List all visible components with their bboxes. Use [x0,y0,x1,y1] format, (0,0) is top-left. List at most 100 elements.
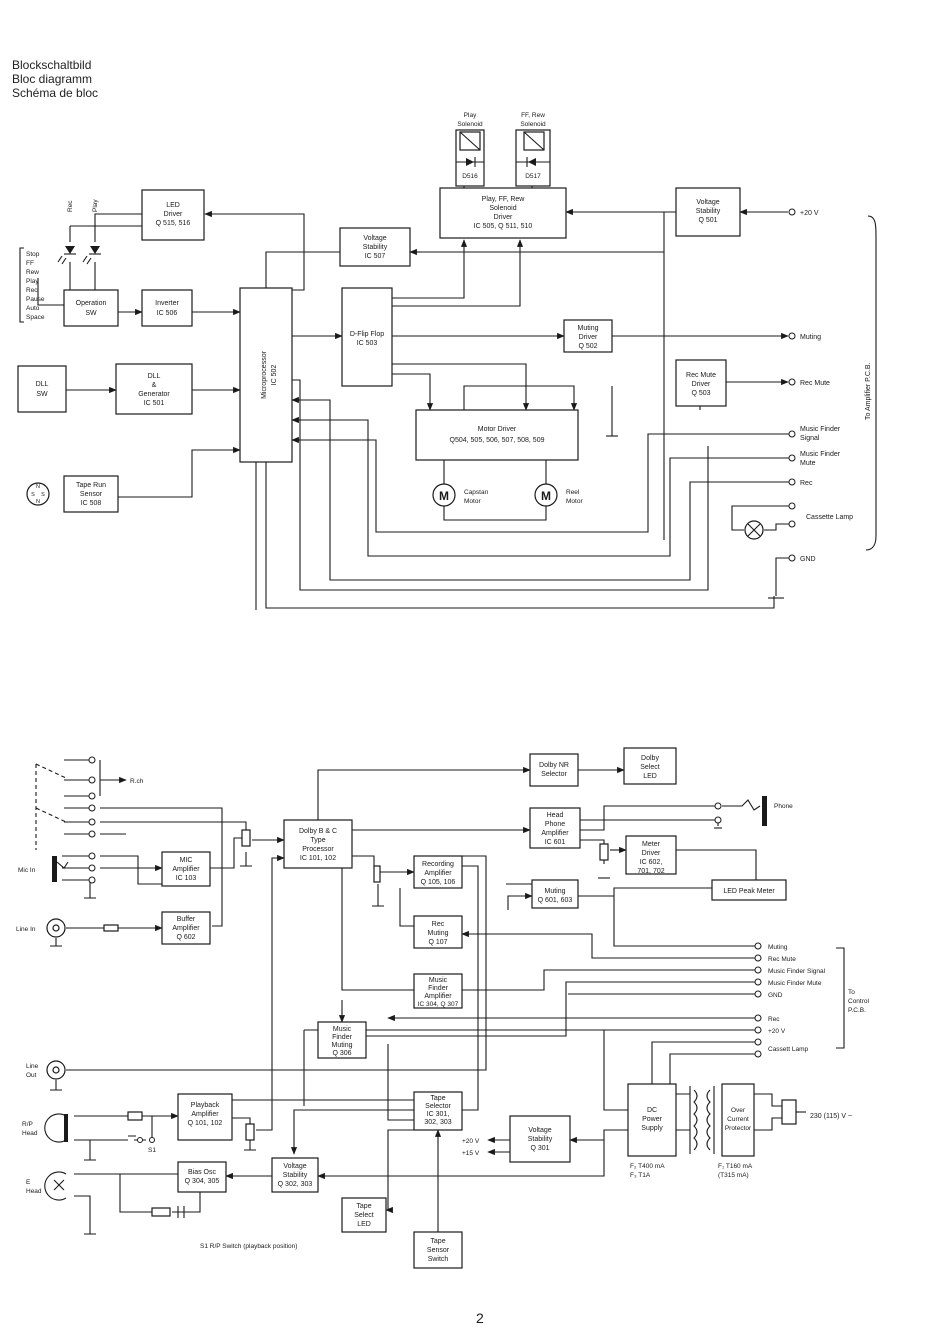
svg-text:Stability: Stability [528,1136,553,1143]
svg-text:Capstan: Capstan [464,489,489,496]
dll-sw-block: DLL SW [17,365,67,413]
rp-head-icon [44,1113,67,1143]
svg-text:Muting: Muting [800,334,821,341]
svg-text:Select: Select [354,1212,374,1219]
svg-text:Rew: Rew [26,269,39,276]
svg-text:M: M [541,489,551,503]
svg-text:DC: DC [647,1107,657,1114]
svg-text:Rec: Rec [768,1016,780,1023]
svg-text:Space: Space [26,314,45,321]
svg-text:Supply: Supply [641,1125,663,1132]
svg-text:GND: GND [800,556,816,563]
rec-led-icon [65,246,75,254]
svg-text:IC 301,: IC 301, [427,1111,450,1118]
svg-text:Switch: Switch [428,1256,449,1263]
svg-text:F₁ T160 mA: F₁ T160 mA [718,1163,753,1170]
svg-text:Power: Power [642,1116,663,1123]
heading-german: Blockschaltbild [12,58,92,72]
svg-text:Muting: Muting [768,944,788,951]
svg-text:S: S [41,492,45,498]
svg-text:Voltage: Voltage [363,235,386,242]
svg-text:Sensor: Sensor [80,491,103,498]
diode-d517-icon [528,158,536,166]
svg-text:MIC: MIC [180,857,193,864]
phone-label: Phone [774,803,793,810]
svg-text:Driver: Driver [692,381,711,388]
svg-text:Voltage: Voltage [283,1163,306,1170]
mode-list: Stop FF Rew Play Rec Pause Auto Space [26,251,45,321]
meter-pot-icon [599,843,609,861]
voltage-stability-q301-block: Voltage Stability Q 301 [509,1115,571,1163]
svg-text:FF: FF [26,260,34,267]
heading-english: Bloc diagramm [12,72,93,86]
transformer-icon [689,1086,715,1154]
svg-text:Dolby: Dolby [641,755,659,762]
svg-text:Voltage: Voltage [696,199,719,206]
svg-text:IC 507: IC 507 [365,253,386,260]
svg-text:Type: Type [310,837,325,844]
motor-driver-block: Motor Driver Q504, 505, 506, 507, 508, 5… [415,409,579,461]
svg-text:Recording: Recording [422,861,454,868]
svg-text:Q 502: Q 502 [578,343,597,350]
svg-text:Amplifier: Amplifier [541,830,569,837]
dolby-select-led-block: Dolby Select LED [623,747,677,785]
svg-text:IC 505, Q 511, 510: IC 505, Q 511, 510 [474,223,533,230]
svg-text:Phone: Phone [545,821,565,828]
svg-text:Solenoid: Solenoid [520,121,546,128]
svg-text:Rec: Rec [432,921,445,928]
svg-text:Solenoid: Solenoid [489,205,516,212]
svg-text:IC 508: IC 508 [81,500,102,507]
s1-label: S1 [148,1147,156,1154]
capstan-motor: M Capstan Motor [432,483,489,507]
svg-text:Sensor: Sensor [427,1247,450,1254]
bias-trimmer-icon [151,1207,171,1217]
svg-text:Finder: Finder [332,1034,353,1041]
svg-text:Dolby B & C: Dolby B & C [299,828,337,835]
svg-text:Music Finder Signal: Music Finder Signal [768,968,826,975]
playback-amplifier-block: Playback Amplifier Q 101, 102 [177,1093,233,1141]
svg-text:Q 602: Q 602 [176,934,195,941]
svg-text:Pause: Pause [26,296,45,303]
upper-blocks: LED Driver Q 515, 516 Operation SW Inver… [17,187,741,513]
dolby-processor-block: Dolby B & C Type Processor IC 101, 102 [283,819,353,869]
svg-text:IC 304, Q 307: IC 304, Q 307 [418,1001,459,1008]
reel-motor: M Reel Motor [534,483,583,507]
status-leds: Rec Play [19,199,101,323]
svg-text:Muting: Muting [331,1042,352,1049]
svg-text:Q 304, 305: Q 304, 305 [185,1178,220,1185]
svg-text:Stability: Stability [283,1172,308,1179]
diode-d516-icon [466,158,474,166]
svg-text:Music Finder: Music Finder [800,451,841,458]
input-volume-pot-icon [241,829,251,847]
svg-text:E: E [26,1179,31,1186]
music-finder-muting-block: Music Finder Muting Q 306 [317,1021,367,1059]
svg-text:Cassette Lamp: Cassette Lamp [806,514,853,521]
svg-text:Motor: Motor [464,498,481,505]
svg-text:Stability: Stability [696,208,721,215]
svg-text:701, 702: 701, 702 [637,868,664,875]
tape-sensor-switch-block: Tape Sensor Switch [413,1231,463,1269]
rec-led-label: Rec [67,200,74,212]
svg-text:Q 302, 303: Q 302, 303 [278,1181,313,1188]
svg-text:N: N [36,499,40,505]
dll-generator-block: DLL & Generator IC 501 [115,363,193,415]
mic-jack-icon [52,856,57,882]
svg-text:Driver: Driver [494,214,513,221]
svg-text:Q 501: Q 501 [698,217,717,224]
svg-text:Motor: Motor [566,498,583,505]
muting-q601-block: Muting Q 601, 603 [531,879,579,909]
play-led-icon [90,246,100,254]
svg-text:N: N [36,484,40,490]
svg-text:M: M [439,489,449,503]
d-flip-flop-block: D-Flip Flop IC 503 [341,287,393,387]
voltage-stability-q501-block: Voltage Stability Q 501 [675,187,741,237]
heading-french: Schéma de bloc [12,86,99,100]
svg-text:SW: SW [36,391,48,398]
svg-text:Music: Music [333,1026,352,1033]
buffer-amplifier-block: Buffer Amplifier Q 602 [161,911,211,945]
magnet-sensor-icon: N S S N [26,482,50,506]
play-solenoid-label: Play [464,112,477,119]
svg-text:Driver: Driver [642,850,661,857]
svg-text:LED: LED [643,773,657,780]
solenoid-driver-block: Play, FF, Rew Solenoid Driver IC 505, Q … [439,187,567,239]
